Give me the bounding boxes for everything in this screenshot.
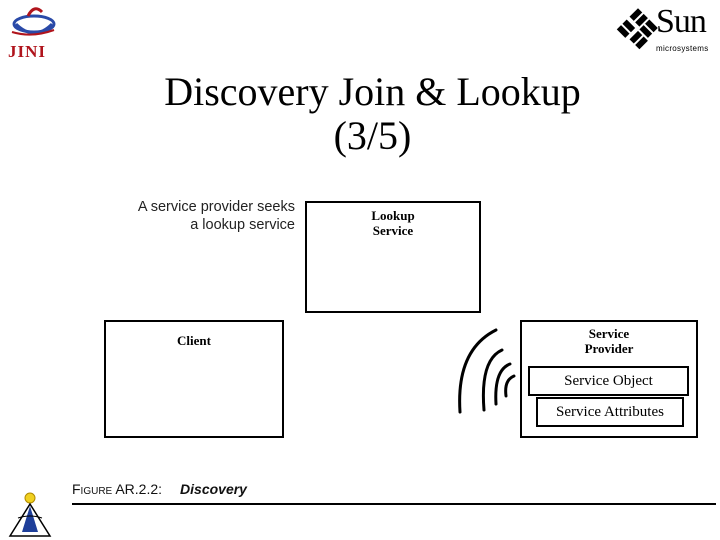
slide-title: Discovery Join & Lookup (3/5) xyxy=(0,70,720,158)
sun-logo-subtext: microsystems xyxy=(656,44,709,53)
duke-mascot-icon xyxy=(8,492,52,537)
client-box xyxy=(104,320,284,438)
figure-number: Figure AR.2.2: xyxy=(72,481,163,497)
lookup-label-line-1: Lookup xyxy=(371,208,415,223)
service-attributes-box: Service Attributes xyxy=(536,397,684,427)
sun-logo-icon xyxy=(616,8,658,50)
caption-line-1: A service provider seeks xyxy=(137,199,295,215)
client-label: Client xyxy=(177,333,211,348)
figure-caption: Figure AR.2.2: Discovery xyxy=(72,480,247,498)
title-line-2: (3/5) xyxy=(333,113,412,158)
title-line-1: Discovery Join & Lookup xyxy=(164,69,581,114)
caption-line-2: a lookup service xyxy=(190,217,295,233)
discovery-signal-icon xyxy=(458,328,516,414)
service-provider-label: Service Provider xyxy=(520,326,698,356)
sun-logo-text: Sun xyxy=(656,3,707,40)
provider-label-line-1: Service xyxy=(588,326,630,341)
lookup-service-label: Lookup Service xyxy=(305,208,481,238)
jini-logo-icon xyxy=(11,7,56,36)
figure-rule xyxy=(72,503,716,505)
lookup-label-line-2: Service xyxy=(372,223,414,238)
figure-name: Discovery xyxy=(180,481,247,497)
jini-logo-text: JINI xyxy=(8,42,47,61)
lookup-service-box xyxy=(305,201,481,313)
service-object-box: Service Object xyxy=(528,366,689,396)
diagram-caption: A service provider seeks a lookup servic… xyxy=(80,198,295,234)
provider-label-line-2: Provider xyxy=(584,341,634,356)
